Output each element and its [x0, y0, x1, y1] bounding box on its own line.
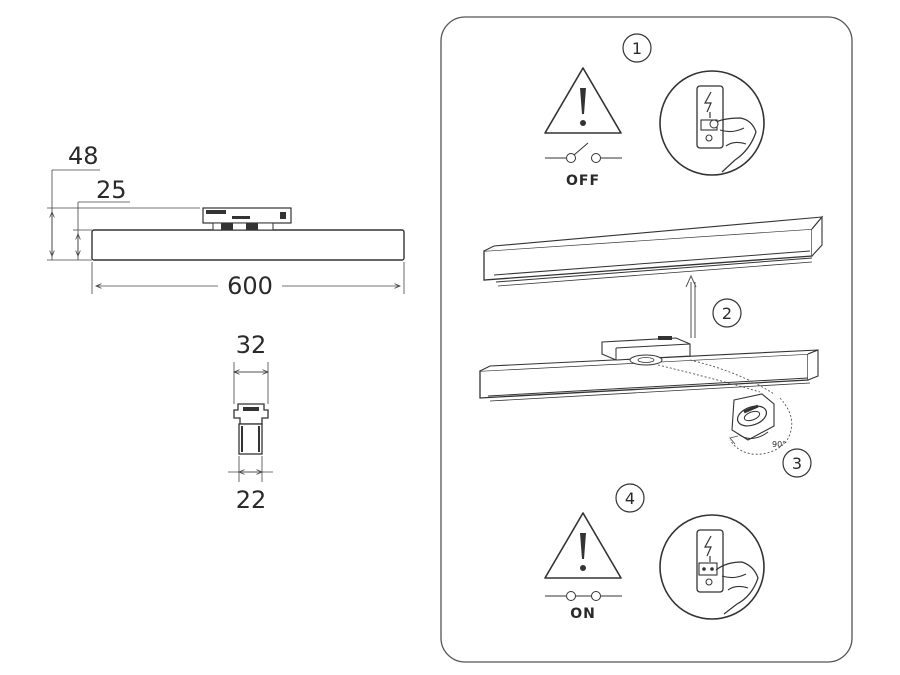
warning-icon	[544, 67, 622, 134]
adapter-lower-body	[238, 423, 263, 455]
adapter-zoom-detail	[731, 393, 775, 441]
rotate-arrow-icon	[729, 397, 793, 455]
hand-pressing-switch-icon	[659, 70, 765, 176]
on-label: ON	[570, 606, 596, 622]
arrow-up-icon	[685, 274, 697, 338]
hand-pressing-switch-icon	[659, 514, 765, 620]
dimension-length: 600	[227, 272, 273, 300]
power-off-switch-icon	[545, 142, 622, 163]
side-view: 48 25 600	[47, 142, 405, 300]
warning-icon	[544, 512, 622, 579]
step-3-badge	[782, 448, 812, 478]
step-3-number: 3	[792, 454, 802, 473]
dimension-height-total: 48	[68, 142, 99, 170]
step-4: 4 ON	[544, 483, 765, 622]
off-label: OFF	[566, 173, 600, 189]
step-4-number: 4	[625, 489, 635, 508]
power-on-switch-icon	[545, 591, 622, 601]
track-adapter-3d	[601, 336, 691, 366]
step-3: 90° 3	[479, 336, 819, 478]
luminaire-body	[91, 229, 405, 261]
end-view: 32 22	[228, 331, 273, 514]
dimension-adapter-bottom: 22	[236, 486, 267, 514]
step-1-number: 1	[632, 39, 642, 58]
step-2-number: 2	[722, 304, 732, 323]
lightning-icon	[703, 535, 712, 557]
rotation-label: 90°	[772, 440, 786, 449]
dimension-adapter-top: 32	[236, 331, 267, 359]
lightning-icon	[703, 91, 712, 113]
step-1: 1 OFF	[544, 33, 765, 189]
step-2: 2	[483, 215, 824, 338]
step-1-badge	[622, 33, 652, 63]
step-4-badge	[615, 483, 645, 513]
step-2-badge	[712, 298, 742, 328]
dimension-height-body: 25	[96, 176, 127, 204]
